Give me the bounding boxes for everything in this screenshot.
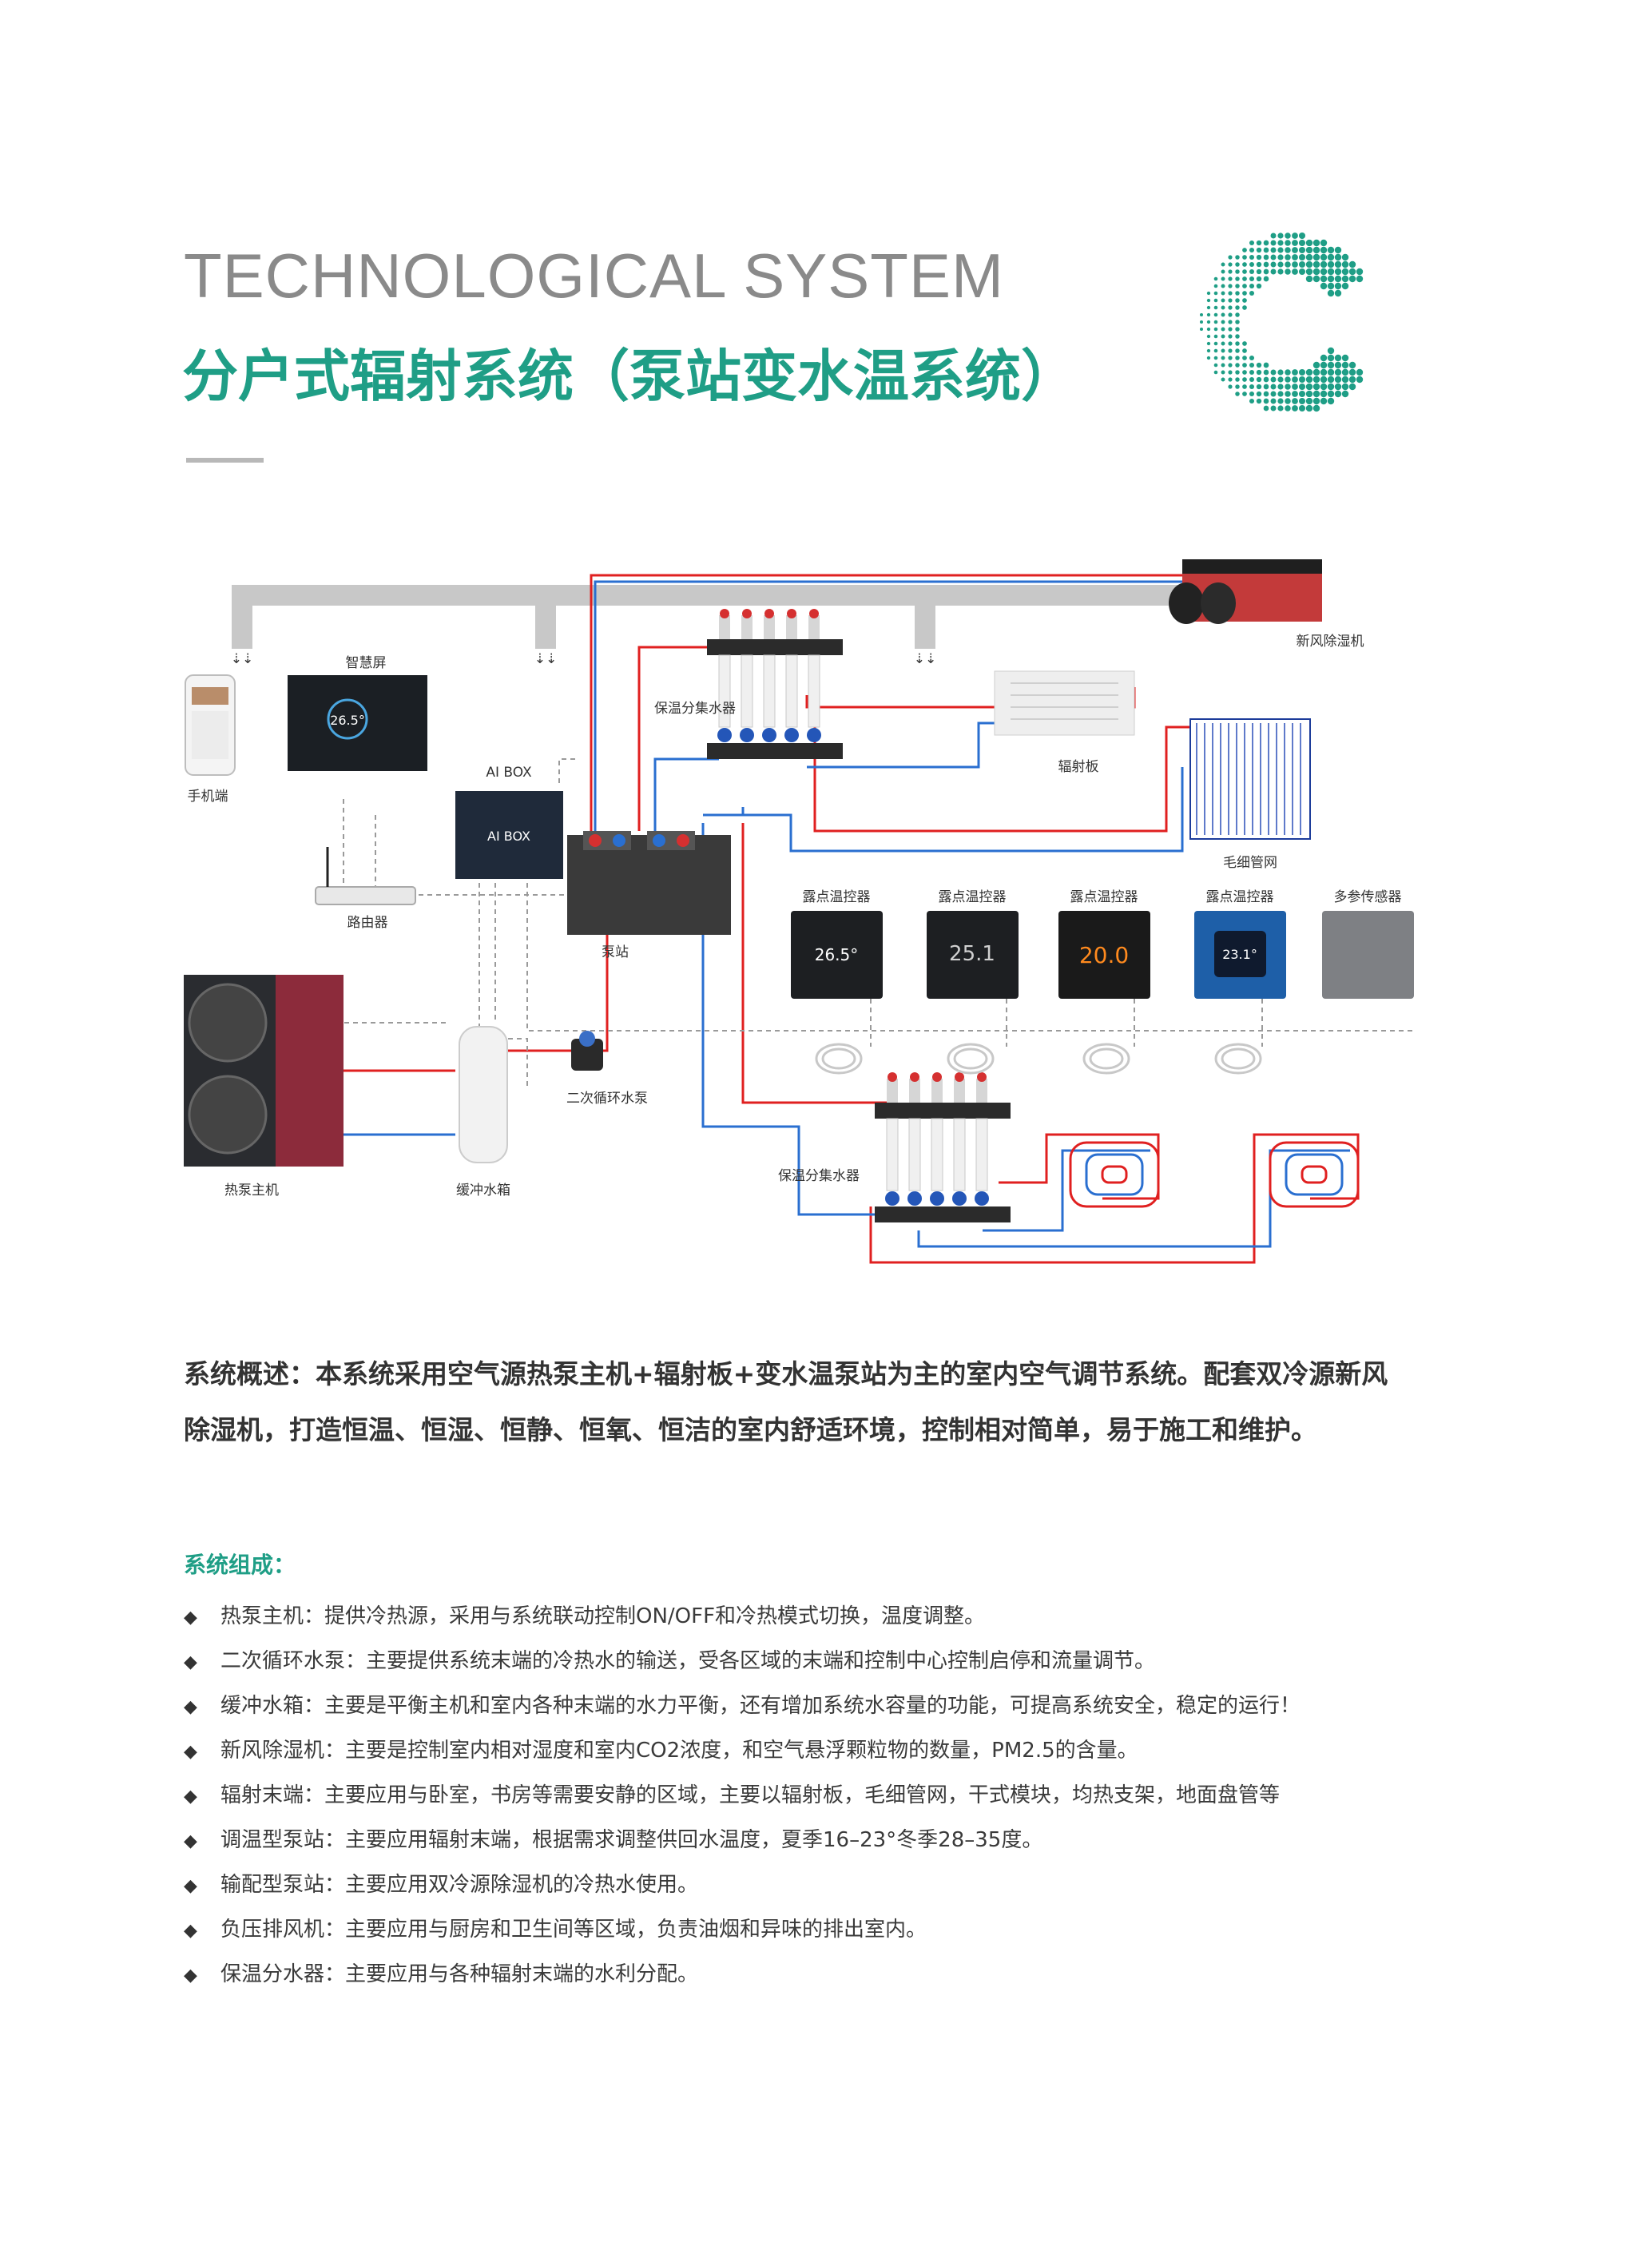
component-text: 热泵主机：提供冷热源，采用与系统联动控制ON/OFF和冷热模式切换，温度调整。 bbox=[220, 1604, 986, 1628]
component-text: 二次循环水泵：主要提供系统末端的冷热水的输送，受各区域的末端和控制中心控制启停和… bbox=[220, 1649, 1156, 1673]
label-manifold-bottom: 保温分集水器 bbox=[778, 1168, 860, 1184]
svg-text:⇣⇣: ⇣⇣ bbox=[534, 651, 558, 667]
label-circulation-pump: 二次循环水泵 bbox=[566, 1091, 648, 1107]
component-item: ◆ 辐射末端：主要应用与卧室，书房等需要安静的区域，主要以辐射板，毛细管网，干式模… bbox=[184, 1773, 1430, 1818]
label-buffer-tank: 缓冲水箱 bbox=[456, 1183, 510, 1199]
svg-text:⇣⇣: ⇣⇣ bbox=[914, 651, 937, 667]
english-title: TECHNOLOGICAL SYSTEM bbox=[184, 240, 1004, 311]
label-dew-ctrl-4: 露点温控器 bbox=[1206, 889, 1274, 905]
component-text: 辐射末端：主要应用与卧室，书房等需要安静的区域，主要以辐射板，毛细管网，干式模块… bbox=[220, 1783, 1281, 1807]
component-text: 调温型泵站：主要应用辐射末端，根据需求调整供回水温度，夏季16–23°冬季28–… bbox=[220, 1828, 1043, 1852]
heat-pump bbox=[184, 975, 344, 1167]
dew-controller-1: 26.5° bbox=[791, 911, 883, 999]
pump-station bbox=[567, 831, 731, 935]
circulation-pump bbox=[571, 1031, 603, 1071]
label-heat-pump: 热泵主机 bbox=[224, 1183, 279, 1199]
return-pipe-freshair bbox=[594, 580, 1182, 835]
return-pipe-capillary bbox=[703, 767, 1184, 853]
return-pipe-floor-loop bbox=[741, 807, 1350, 1248]
buffer-tank bbox=[459, 1026, 508, 1163]
component-text: 缓冲水箱：主要是平衡主机和室内各种末端的水力平衡，还有增加系统水容量的功能，可提… bbox=[220, 1694, 1301, 1718]
return-pipe-floor-loop-a bbox=[983, 1149, 1150, 1232]
diamond-bullet-icon: ◆ bbox=[184, 1876, 197, 1896]
svg-text:26.5°: 26.5° bbox=[815, 945, 859, 964]
component-item: ◆ 二次循环水泵：主要提供系统末端的冷热水的输送，受各区域的末端和控制中心控制启停… bbox=[184, 1639, 1430, 1683]
diamond-bullet-icon: ◆ bbox=[184, 1742, 197, 1762]
diamond-bullet-icon: ◆ bbox=[184, 1966, 197, 1986]
system-diagram: ⇣⇣ ⇣⇣ ⇣⇣ bbox=[184, 559, 1414, 1264]
diamond-bullet-icon: ◆ bbox=[184, 1831, 197, 1851]
label-capillary-mesh: 毛细管网 bbox=[1223, 855, 1277, 871]
label-multi-sensor: 多参传感器 bbox=[1334, 889, 1402, 905]
chinese-title: 分户式辐射系统（泵站变水温系统） bbox=[182, 344, 1077, 409]
supply-pipe-floor-loop bbox=[869, 1133, 1360, 1264]
supply-pipe-floor-loop-a bbox=[999, 1133, 1160, 1200]
components-heading: 系统组成： bbox=[184, 1552, 296, 1578]
manifold-top bbox=[707, 609, 843, 759]
dew-controller-2: 25.1 bbox=[927, 911, 1019, 999]
component-item: ◆ 缓冲水箱：主要是平衡主机和室内各种末端的水力平衡，还有增加系统水容量的功能，可… bbox=[184, 1683, 1430, 1728]
component-item: ◆ 保温分水器：主要应用与各种辐射末端的水利分配。 bbox=[184, 1952, 1430, 1997]
air-duct: ⇣⇣ ⇣⇣ ⇣⇣ bbox=[231, 585, 1206, 667]
multi-sensor bbox=[1322, 911, 1414, 999]
supply-pipe-capillary bbox=[813, 687, 1190, 833]
svg-text:23.1°: 23.1° bbox=[1222, 947, 1257, 962]
radiant-panel bbox=[994, 670, 1135, 736]
label-manifold-top: 保温分集水器 bbox=[654, 701, 736, 717]
manifold-bottom bbox=[875, 1072, 1011, 1222]
svg-text:20.0: 20.0 bbox=[1079, 942, 1129, 968]
label-ai-box: AI BOX bbox=[486, 765, 532, 781]
component-item: ◆ 负压排风机：主要应用与厨房和卫生间等区域，负责油烟和异味的排出室内。 bbox=[184, 1907, 1430, 1952]
diamond-bullet-icon: ◆ bbox=[184, 1921, 197, 1941]
label-dew-ctrl-3: 露点温控器 bbox=[1070, 889, 1138, 905]
supply-pipe-freshair bbox=[590, 574, 1182, 831]
label-pump-station: 泵站 bbox=[602, 944, 629, 960]
screen-temp: 26.5° bbox=[330, 713, 365, 728]
ai-box-screen-label: AI BOX bbox=[487, 829, 530, 844]
component-text: 输配型泵站：主要应用双冷源除湿机的冷热水使用。 bbox=[220, 1873, 699, 1897]
component-item: ◆ 调温型泵站：主要应用辐射末端，根据需求调整供回水温度，夏季16–23°冬季28… bbox=[184, 1818, 1430, 1862]
floor-coil-2 bbox=[1269, 1141, 1360, 1208]
diamond-bullet-icon: ◆ bbox=[184, 1787, 197, 1807]
dew-controller-4: 23.1° bbox=[1194, 911, 1286, 999]
halftone-c-logo bbox=[1199, 232, 1364, 412]
smart-screen: 26.5° bbox=[288, 675, 427, 771]
label-radiant-panel: 辐射板 bbox=[1058, 759, 1099, 775]
svg-text:⇣⇣: ⇣⇣ bbox=[231, 651, 254, 667]
component-text: 负压排风机：主要应用与厨房和卫生间等区域，负责油烟和异味的排出室内。 bbox=[220, 1918, 927, 1942]
component-item: ◆ 新风除湿机：主要是控制室内相对湿度和室内CO2浓度，和空气悬浮颗粒物的数量，P… bbox=[184, 1728, 1430, 1773]
phone bbox=[185, 674, 236, 776]
supply-pipe-lower-manifold bbox=[741, 823, 895, 1104]
return-pipe-lower-manifold bbox=[701, 823, 879, 1216]
return-pipe-manifold bbox=[653, 757, 719, 831]
return-pipe-panel bbox=[807, 721, 995, 769]
label-smart-screen: 智慧屏 bbox=[346, 655, 387, 671]
title-divider bbox=[186, 458, 264, 463]
component-item: ◆ 热泵主机：提供冷热源，采用与系统联动控制ON/OFF和冷热模式切换，温度调整。 bbox=[184, 1594, 1430, 1639]
components-list: ◆ 热泵主机：提供冷热源，采用与系统联动控制ON/OFF和冷热模式切换，温度调整。… bbox=[184, 1594, 1430, 1997]
diamond-bullet-icon: ◆ bbox=[184, 1608, 197, 1628]
system-overview: 系统概述：本系统采用空气源热泵主机+辐射板+变水温泵站为主的室内空气调节系统。配… bbox=[184, 1358, 1388, 1445]
label-dew-ctrl-1: 露点温控器 bbox=[803, 889, 871, 905]
ai-box: AI BOX bbox=[455, 791, 563, 879]
component-text: 新风除湿机：主要是控制室内相对湿度和室内CO2浓度，和空气悬浮颗粒物的数量，PM… bbox=[220, 1739, 1138, 1763]
fresh-air-unit bbox=[1169, 559, 1322, 624]
label-phone: 手机端 bbox=[188, 789, 228, 805]
dew-controller-3: 20.0 bbox=[1058, 911, 1150, 999]
component-item: ◆ 输配型泵站：主要应用双冷源除湿机的冷热水使用。 bbox=[184, 1862, 1430, 1907]
svg-text:25.1: 25.1 bbox=[949, 942, 995, 966]
diamond-bullet-icon: ◆ bbox=[184, 1697, 197, 1717]
label-fresh-air: 新风除湿机 bbox=[1297, 634, 1364, 650]
label-dew-ctrl-2: 露点温控器 bbox=[939, 889, 1007, 905]
component-text: 保温分水器：主要应用与各种辐射末端的水利分配。 bbox=[220, 1962, 699, 1986]
diamond-bullet-icon: ◆ bbox=[184, 1652, 197, 1672]
capillary-mesh bbox=[1189, 718, 1311, 840]
floor-coil-1 bbox=[1069, 1141, 1160, 1208]
sensor-cables bbox=[815, 1043, 1262, 1075]
label-router: 路由器 bbox=[347, 915, 388, 931]
supply-pipe-manifold bbox=[637, 646, 719, 831]
router bbox=[315, 847, 416, 905]
